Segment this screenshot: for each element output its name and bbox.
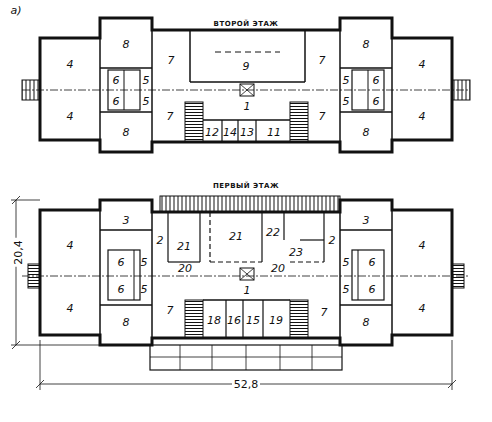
figure-letter: а) (10, 5, 21, 16)
room-number: 13 (240, 127, 254, 138)
room-number: 1 (244, 101, 251, 112)
room-number: 4 (67, 111, 74, 122)
second-floor (22, 18, 470, 152)
room-number: 1 (244, 285, 251, 296)
room-number: 21 (229, 231, 243, 242)
room-number: 4 (67, 240, 74, 251)
room-number: 5 (141, 257, 148, 268)
room-number: 8 (123, 39, 130, 50)
room-number: 5 (343, 96, 350, 107)
floor-heading: ПЕРВЫЙ ЭТАЖ (213, 183, 279, 190)
room-number: 11 (267, 127, 281, 138)
floor-heading: ВТОРОЙ ЭТАЖ (214, 21, 279, 28)
room-number: 6 (369, 284, 376, 295)
room-number: 16 (227, 315, 241, 326)
room-number: 18 (207, 315, 221, 326)
room-number: 6 (373, 75, 380, 86)
room-number: 4 (419, 59, 426, 70)
room-number: 4 (67, 303, 74, 314)
room-number: 6 (118, 284, 125, 295)
room-number: 6 (113, 75, 120, 86)
room-number: 5 (143, 75, 150, 86)
room-number: 5 (343, 284, 350, 295)
room-number: 7 (319, 111, 326, 122)
room-number: 6 (118, 257, 125, 268)
dimension-text: 20,4 (13, 238, 24, 267)
dimension-text: 52,8 (232, 379, 261, 390)
room-number: 15 (246, 315, 260, 326)
room-number: 4 (419, 240, 426, 251)
room-number: 6 (113, 96, 120, 107)
room-number: 20 (178, 263, 192, 274)
room-number: 22 (266, 227, 280, 238)
room-number: 7 (319, 55, 326, 66)
room-number: 7 (321, 307, 328, 318)
room-number: 2 (157, 235, 164, 246)
room-number: 20 (271, 263, 285, 274)
room-number: 6 (373, 96, 380, 107)
room-number: 5 (143, 96, 150, 107)
room-number: 19 (269, 315, 283, 326)
room-number: 4 (419, 303, 426, 314)
room-number: 8 (363, 317, 370, 328)
room-number: 3 (363, 215, 370, 226)
room-number: 2 (329, 235, 336, 246)
room-number: 5 (343, 75, 350, 86)
room-number: 7 (167, 111, 174, 122)
first-floor (22, 196, 470, 370)
dimension-lines (11, 196, 456, 390)
room-number: 8 (363, 39, 370, 50)
room-number: 21 (177, 241, 191, 252)
room-number: 5 (141, 284, 148, 295)
room-number: 8 (363, 127, 370, 138)
room-number: 7 (168, 55, 175, 66)
room-number: 14 (223, 127, 237, 138)
room-number: 7 (167, 305, 174, 316)
room-number: 4 (419, 111, 426, 122)
room-number: 9 (243, 61, 250, 72)
room-number: 5 (343, 257, 350, 268)
room-number: 3 (123, 215, 130, 226)
room-number: 8 (123, 127, 130, 138)
room-number: 6 (369, 257, 376, 268)
room-number: 4 (67, 59, 74, 70)
room-number: 23 (289, 247, 303, 258)
room-number: 12 (205, 127, 219, 138)
room-number: 8 (123, 317, 130, 328)
